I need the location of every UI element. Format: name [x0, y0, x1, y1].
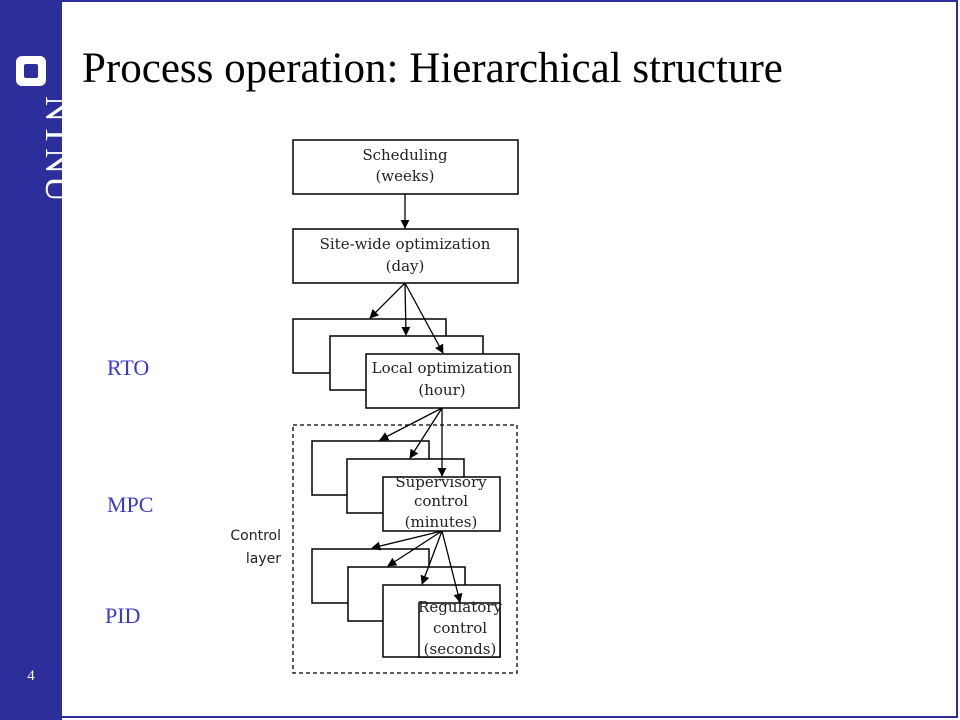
mpc-label: MPC: [107, 492, 154, 517]
arrow-site-to-local-mid: [401, 282, 411, 336]
slide-number: 4: [27, 668, 35, 684]
sidebar: NTNU 4: [0, 0, 62, 720]
supervisory-label-2: control: [414, 492, 468, 510]
arrow-local-to-supervisory-mid: [409, 407, 443, 459]
pid-label: PID: [105, 603, 141, 628]
arrow-supervisory-to-regulatory-3: [420, 530, 443, 585]
site-wide-period: (day): [386, 257, 425, 275]
regulatory-box-inner: [418, 602, 501, 658]
regulatory-period: (seconds): [424, 640, 497, 658]
slide-title: Process operation: Hierarchical structur…: [82, 45, 783, 92]
ntnu-logo: NTNU: [16, 56, 62, 204]
arrow-supervisory-to-regulatory-2: [387, 530, 443, 567]
scheduling-label: Scheduling: [362, 146, 448, 164]
supervisory-box-front: [382, 476, 501, 532]
supervisory-label: Supervisory: [395, 473, 487, 491]
local-period: (hour): [418, 381, 465, 399]
regulatory-label: Regulatory: [418, 598, 502, 616]
regulatory-label-2: control: [433, 619, 487, 637]
scheduling-period: (weeks): [375, 167, 434, 185]
arrow-local-to-supervisory-back: [379, 407, 443, 441]
site-wide-box: [292, 228, 519, 284]
arrow-supervisory-to-regulatory-4: [441, 530, 463, 603]
logo-text: NTNU: [38, 96, 62, 204]
arrow-site-to-local-back: [369, 282, 406, 319]
local-label: Local optimization: [372, 359, 513, 377]
scheduling-box: [292, 139, 519, 195]
supervisory-period: (minutes): [405, 513, 478, 531]
control-layer-label: Control: [230, 528, 281, 544]
control-layer-label-2: layer: [246, 551, 281, 567]
arrow-supervisory-to-regulatory-1: [371, 530, 443, 551]
rto-label: RTO: [107, 355, 150, 380]
control-layer-region: [292, 424, 518, 674]
arrow-site-to-local-front: [404, 282, 444, 354]
site-wide-label: Site-wide optimization: [320, 235, 491, 253]
